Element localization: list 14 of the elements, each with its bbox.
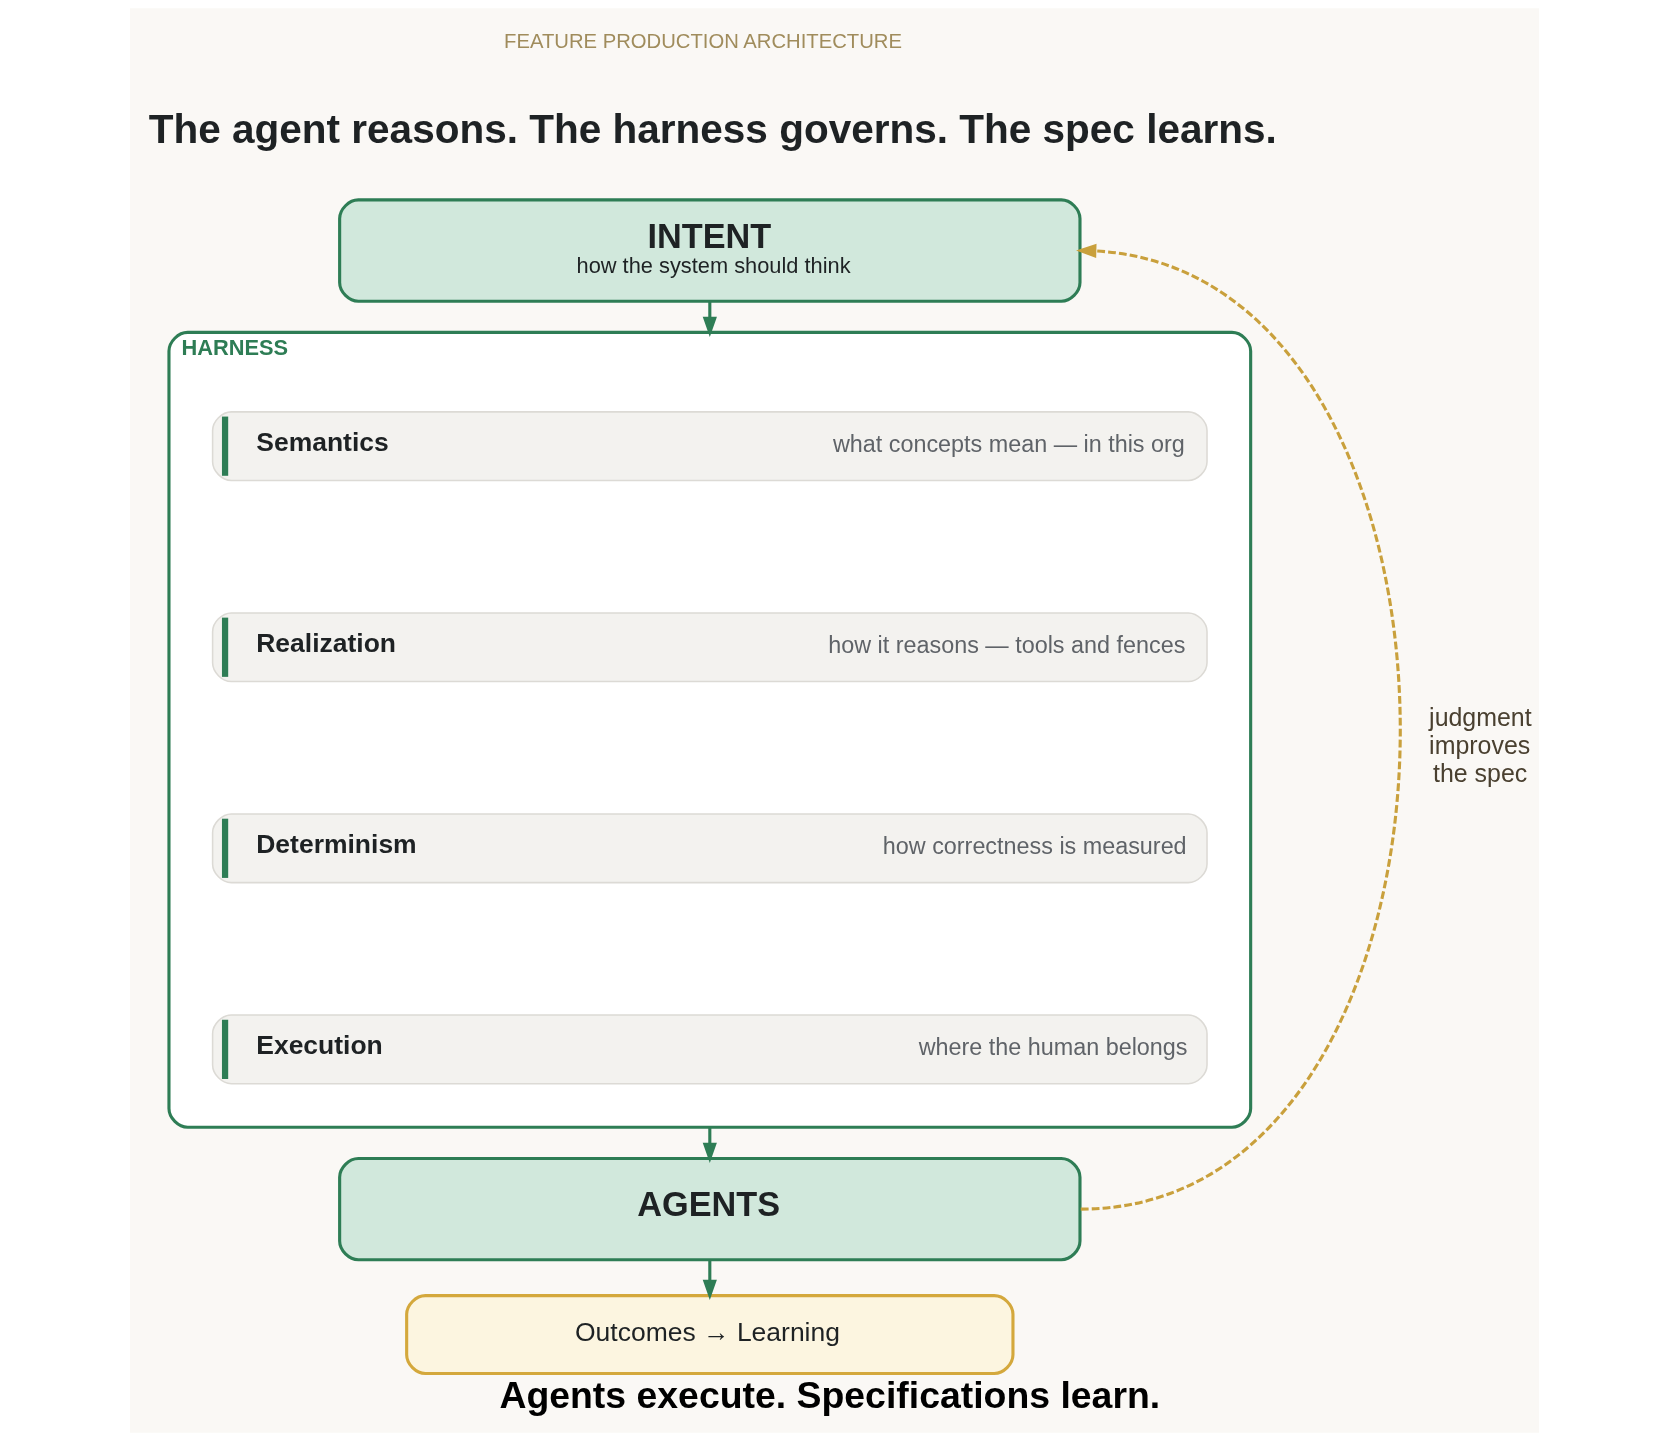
node-box: AGENTS [337, 1156, 1082, 1262]
label: FEATURE PRODUCTION ARCHITECTURE [503, 29, 902, 52]
node-box: Semantics what concepts mean — in this org [211, 411, 1208, 482]
node-box: Determinism how correctness is measured [211, 813, 1208, 884]
diagram-title: The agent reasons. The harness governs. The spec learns. [148, 106, 1277, 153]
node-box: Execution where the human belongs [211, 1014, 1208, 1085]
arrow [702, 1127, 717, 1164]
caption: Agents execute. Specifications learn. [498, 1374, 1160, 1417]
node-box: Realization how it reasons — tools and fences [211, 612, 1208, 683]
arrow [702, 1260, 717, 1301]
node-box: INTENT how the system should think [337, 198, 1082, 303]
edge-label: judgment improves the spec [1428, 702, 1532, 787]
node-box: Outcomes → Learning [404, 1294, 1014, 1376]
arrow [1075, 243, 1401, 1211]
